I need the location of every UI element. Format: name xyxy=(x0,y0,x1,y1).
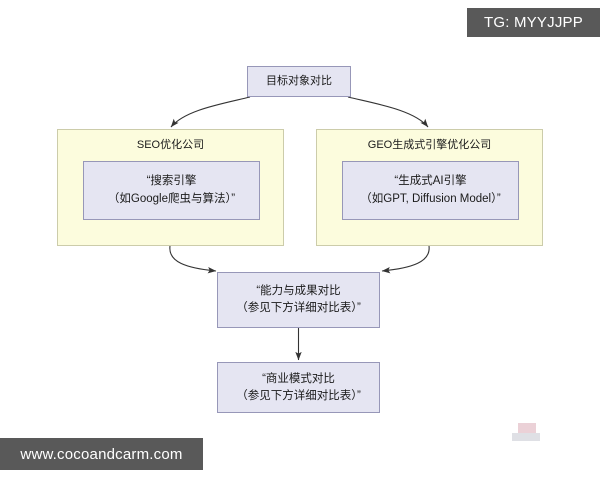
logo-base-shape xyxy=(512,433,540,441)
node-generative-ai-engine-line2: （如GPT, Diffusion Model）” xyxy=(360,192,501,205)
node-capability-line2: （参见下方详细对比表）” xyxy=(236,302,361,314)
cluster-geo-company[interactable]: GEO生成式引擎优化公司 “生成式AI引擎 （如GPT, Diffusion M… xyxy=(316,129,543,246)
node-target-comparison[interactable]: 目标对象对比 xyxy=(247,66,351,97)
watermark-logo-icon xyxy=(512,423,540,443)
watermark-website-url: www.cocoandcarm.com xyxy=(0,438,203,470)
node-business-model-comparison[interactable]: “商业模式对比 （参见下方详细对比表）” xyxy=(217,362,380,413)
node-search-engine[interactable]: “搜索引擎 （如Google爬虫与算法）” xyxy=(83,161,260,220)
edge-target-to-seo xyxy=(170,96,251,128)
logo-top-shape xyxy=(518,423,536,435)
edge-geo-to-capability xyxy=(381,245,430,274)
node-search-engine-line1: “搜索引擎 xyxy=(146,175,197,188)
node-capability-comparison[interactable]: “能力与成果对比 （参见下方详细对比表）” xyxy=(217,272,380,328)
edge-seo-to-capability xyxy=(169,245,217,274)
edge-target-to-geo xyxy=(347,96,429,128)
watermark-telegram: TG: MYYJJPP xyxy=(467,8,600,37)
cluster-seo-company[interactable]: SEO优化公司 “搜索引擎 （如Google爬虫与算法）” xyxy=(57,129,284,246)
node-search-engine-line2: （如Google爬虫与算法）” xyxy=(107,192,236,205)
node-capability-line1: “能力与成果对比 xyxy=(256,285,341,298)
cluster-geo-title: GEO生成式引擎优化公司 xyxy=(367,139,492,151)
node-business-line1: “商业模式对比 xyxy=(262,372,335,385)
node-target-label: 目标对象对比 xyxy=(266,74,332,87)
node-generative-ai-engine-line1: “生成式AI引擎 xyxy=(394,175,467,188)
node-business-line2: （参见下方详细对比表）” xyxy=(236,389,361,402)
cluster-seo-title: SEO优化公司 xyxy=(136,139,205,151)
node-generative-ai-engine[interactable]: “生成式AI引擎 （如GPT, Diffusion Model）” xyxy=(342,161,519,220)
